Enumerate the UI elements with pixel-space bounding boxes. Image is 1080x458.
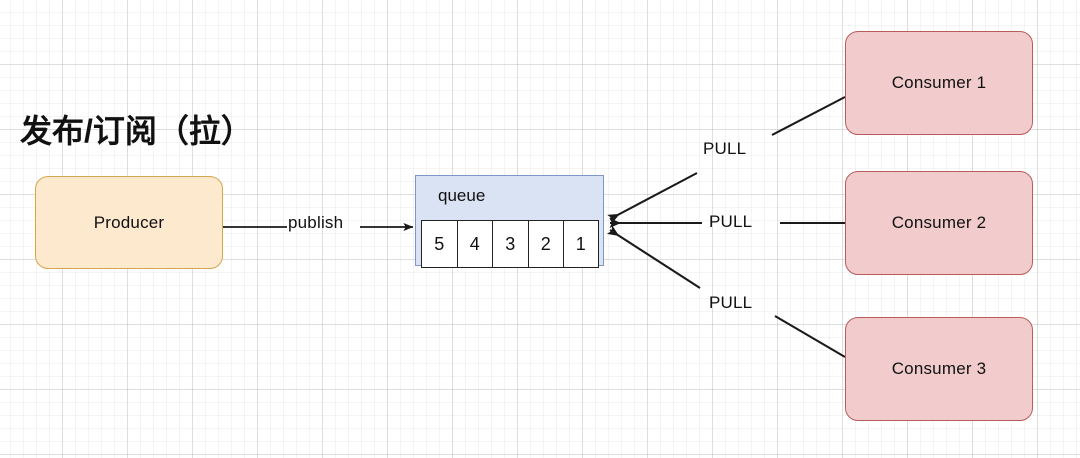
node-consumer-3[interactable]: Consumer 3 bbox=[845, 317, 1033, 421]
edge-label-publish: publish bbox=[288, 213, 344, 232]
node-producer-label: Producer bbox=[93, 212, 165, 232]
node-producer[interactable]: Producer bbox=[35, 176, 223, 269]
node-queue-label: queue bbox=[438, 186, 486, 205]
node-consumer-2[interactable]: Consumer 2 bbox=[845, 171, 1033, 275]
queue-cell-list: 5 4 3 2 1 bbox=[421, 220, 599, 268]
queue-cell: 2 bbox=[527, 220, 563, 268]
edge-label-pull-1: PULL bbox=[703, 139, 747, 158]
edge-label-pull-2: PULL bbox=[709, 212, 753, 231]
edge-label-pull-3: PULL bbox=[709, 293, 753, 312]
node-queue[interactable]: queue 5 4 3 2 1 bbox=[415, 175, 604, 268]
node-consumer-1[interactable]: Consumer 1 bbox=[845, 31, 1033, 135]
queue-cell: 4 bbox=[456, 220, 492, 268]
node-consumer-2-label: Consumer 2 bbox=[891, 213, 987, 232]
queue-cell: 5 bbox=[421, 220, 457, 268]
page-title: 发布/订阅（拉） bbox=[20, 113, 253, 149]
node-consumer-1-label: Consumer 1 bbox=[891, 73, 987, 92]
queue-cell: 3 bbox=[492, 220, 528, 268]
node-consumer-3-label: Consumer 3 bbox=[891, 359, 987, 378]
queue-cell: 1 bbox=[563, 220, 599, 268]
